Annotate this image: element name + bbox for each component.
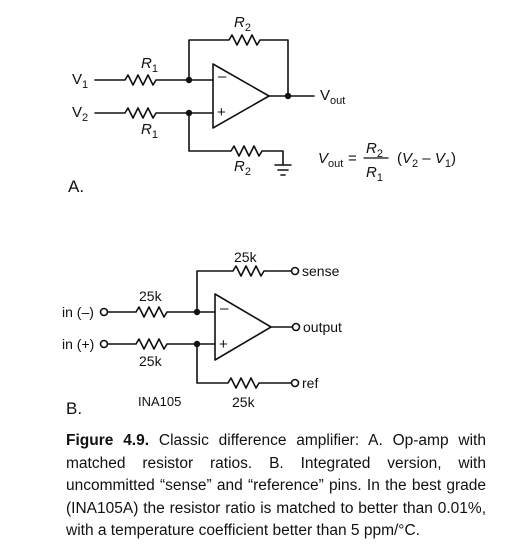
svg-text:=: = <box>348 150 357 167</box>
label-r1-top: R1 <box>141 55 158 75</box>
v2-wire <box>94 107 214 119</box>
label-25k-in-minus: 25k <box>139 288 163 304</box>
pin-in-plus <box>99 339 109 349</box>
gain-formula: Vout = R2 R1 (V2 – V1) <box>318 140 456 184</box>
caption-label: Figure 4.9. <box>66 432 150 449</box>
label-25k-top: 25k <box>234 249 258 265</box>
label-in-minus: in (–) <box>62 304 94 320</box>
ground-r2-wire <box>188 112 284 166</box>
label-output: output <box>303 319 342 335</box>
label-r1-bottom: R1 <box>141 121 158 141</box>
pin-ref <box>290 378 300 388</box>
label-part-number: INA105 <box>138 394 181 409</box>
panel-label-a: A. <box>68 177 84 196</box>
label-in-plus: in (+) <box>62 336 94 352</box>
in-plus-wire <box>107 338 216 350</box>
label-ref: ref <box>302 375 318 391</box>
label-25k-in-plus: 25k <box>139 353 163 369</box>
svg-text:R1: R1 <box>366 164 383 184</box>
pin-output <box>291 322 301 332</box>
in-minus-wire <box>107 306 216 318</box>
ground-symbol <box>274 164 292 176</box>
sense-wire <box>196 265 292 313</box>
junction-dot <box>185 109 193 117</box>
junction-dot <box>185 76 193 84</box>
opamp-b <box>214 293 272 361</box>
label-r2-bottom: R2 <box>234 158 251 178</box>
junction-dot <box>193 340 201 348</box>
opamp-a-minus: – <box>218 68 227 85</box>
v1-wire <box>94 74 214 86</box>
ref-wire <box>196 343 292 389</box>
schematics: – + R2 R1 R1 R2 V1 V2 Vout Vout <box>62 14 456 418</box>
figure-caption: Figure 4.9. Classic difference amplifier… <box>66 430 486 543</box>
svg-text:Vout: Vout <box>318 150 343 170</box>
label-25k-ref: 25k <box>232 394 256 410</box>
caption-text: Classic difference amplifier: A. Op-amp … <box>66 432 486 539</box>
label-r2-top: R2 <box>234 14 251 34</box>
opamp-b-plus: + <box>219 336 228 353</box>
pin-in-minus <box>99 307 109 317</box>
feedback-r2-wire <box>188 34 289 97</box>
pin-sense <box>290 266 300 276</box>
label-vout: Vout <box>320 87 345 107</box>
svg-text:(V2 – V1): (V2 – V1) <box>397 150 456 170</box>
svg-text:R2: R2 <box>366 140 383 160</box>
circuit-a: – + R2 R1 R1 R2 V1 V2 Vout Vout <box>68 14 456 196</box>
panel-label-b: B. <box>66 399 82 418</box>
label-v2: V2 <box>72 104 88 124</box>
opamp-b-minus: – <box>220 300 229 317</box>
circuit-b: – + 25k 25k 25k 25k in (–) in (+) sense … <box>62 249 342 418</box>
opamp-a <box>212 63 270 129</box>
opamp-a-plus: + <box>217 104 226 121</box>
label-sense: sense <box>302 263 340 279</box>
junction-dot <box>284 92 292 100</box>
label-v1: V1 <box>72 71 88 91</box>
junction-dot <box>193 308 201 316</box>
